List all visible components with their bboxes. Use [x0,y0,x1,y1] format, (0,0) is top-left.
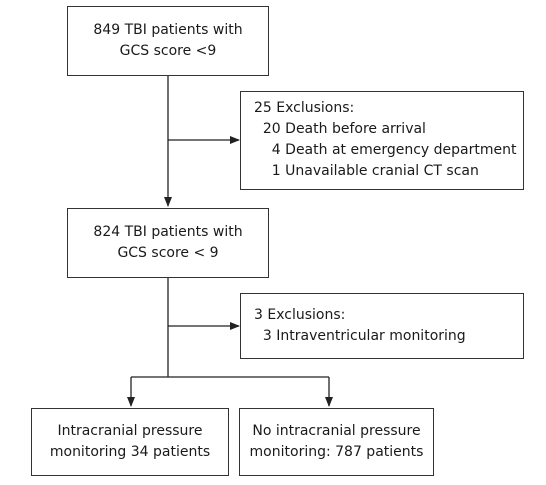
exclusions-2-title: 3 Exclusions: [254,307,346,323]
middle-box-line-1: 824 TBI patients with [93,224,243,240]
exclusions-box-2: 3 Exclusions: 3 Intraventricular monitor… [240,293,524,359]
middle-box: 824 TBI patients with GCS score < 9 [67,208,269,278]
outcome-left-line-1: Intracranial pressure [57,423,203,439]
exclusions-1-item-2: 4 Death at emergency department [254,142,517,158]
exclusions-1-item-1: 20 Death before arrival [254,121,426,137]
outcome-right-line-2: monitoring: 787 patients [249,444,424,460]
middle-box-line-2: GCS score < 9 [117,245,219,261]
start-box-line-1: 849 TBI patients with [93,22,243,38]
exclusions-1-title: 25 Exclusions: [254,100,355,116]
exclusions-2-item-1: 3 Intraventricular monitoring [254,328,466,344]
start-box-line-2: GCS score <9 [119,43,217,59]
outcome-right-box: No intracranial pressure monitoring: 787… [239,408,434,476]
outcome-left-box: Intracranial pressure monitoring 34 pati… [31,408,229,476]
outcome-left-line-2: monitoring 34 patients [49,444,211,460]
start-box: 849 TBI patients with GCS score <9 [67,6,269,76]
outcome-right-line-1: No intracranial pressure [252,423,421,439]
exclusions-1-item-3: 1 Unavailable cranial CT scan [254,163,479,179]
exclusions-box-1: 25 Exclusions: 20 Death before arrival 4… [240,91,524,190]
